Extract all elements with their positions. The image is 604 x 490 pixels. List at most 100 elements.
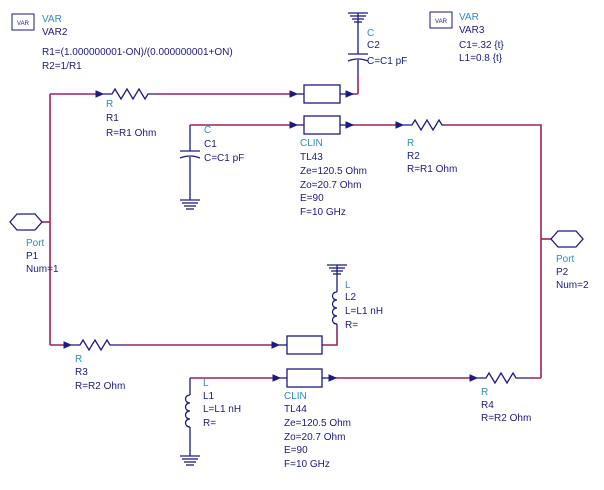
tl43-f: F=10 GHz (300, 207, 346, 218)
var3-eq2: L1=0.8 {t} (459, 53, 503, 64)
clin-top-pin-arrow-4 (345, 121, 355, 129)
clin-bottom-pin-arrow-1 (271, 341, 281, 349)
r2-name: R2 (407, 151, 420, 162)
r3-zigzag (71, 338, 124, 352)
l1-r: R= (203, 418, 216, 429)
p1-symbol (9, 213, 43, 231)
clin-top-upper-strip (303, 84, 341, 104)
r4-type: R (481, 387, 488, 398)
p2-symbol (550, 230, 584, 248)
tl44-f: F=10 GHz (284, 459, 330, 470)
var3-block[interactable]: VAR VAR VAR3 C1=.32 {t} L1=0.8 {t} (429, 11, 504, 64)
inductor-l1[interactable]: L L1 L=L1 nH R= (180, 378, 241, 466)
l2-r: R= (345, 320, 358, 331)
resistor-r1[interactable]: R R1 R=R1 Ohm (95, 87, 156, 139)
c1-value: C=C1 pF (204, 153, 244, 164)
tl43-type: CLIN (300, 138, 323, 149)
p1-name: P1 (26, 251, 39, 262)
r2-pin-arrow (395, 121, 405, 129)
l2-type: L (345, 280, 351, 291)
c1-type: C (204, 125, 211, 136)
tl44-type: CLIN (284, 391, 307, 402)
tl44-ze: Ze=120.5 Ohm (284, 418, 351, 429)
c1-name: C1 (204, 139, 217, 150)
r4-name: R4 (481, 400, 494, 411)
var3-icon-text: VAR (435, 19, 448, 25)
tl43-name: TL43 (300, 152, 323, 163)
r1-value: R=R1 Ohm (106, 128, 156, 139)
var2-eq1: R1=(1.000000001-ON)/(0.000000001+ON) (42, 47, 233, 58)
wire-l2-tap (322, 330, 338, 346)
r2-type: R (407, 138, 414, 149)
tl43-ze: Ze=120.5 Ohm (300, 166, 367, 177)
tl43-e: E=90 (300, 193, 324, 204)
resistor-r2[interactable]: R R2 R=R1 Ohm (395, 118, 457, 175)
tl44-e: E=90 (284, 445, 308, 456)
r4-pin-arrow (469, 374, 479, 382)
c2-plate-bottom (347, 58, 369, 62)
var3-name: VAR3 (459, 25, 485, 36)
clin-top-pin-arrow-1 (289, 90, 299, 98)
l1-name: L1 (203, 391, 215, 402)
wire-tl43-top-right (353, 124, 542, 378)
var2-icon (11, 13, 35, 31)
clin-top-pin-arrow-3 (345, 90, 355, 98)
var3-type: VAR (459, 12, 479, 23)
capacitor-c2[interactable]: C C2 C=C1 pF (347, 12, 407, 75)
r2-value: R=R1 Ohm (407, 164, 457, 175)
c1-plate-bottom (179, 155, 201, 159)
tl44-zo: Zo=20.7 Ohm (284, 432, 345, 443)
c2-type: C (367, 28, 374, 39)
clin-bottom-lower-strip (286, 368, 323, 388)
var2-eq2: R2=1/R1 (42, 61, 82, 72)
var3-icon (429, 11, 453, 29)
r1-name: R1 (106, 113, 119, 124)
clin-bottom-pin-arrow-2 (272, 374, 282, 382)
p1-num: Num=1 (26, 264, 59, 275)
r3-pin-arrow (63, 341, 73, 349)
resistor-r4[interactable]: R R4 R=R2 Ohm (469, 371, 531, 424)
tl43-labels: CLIN TL43 Ze=120.5 Ohm Zo=20.7 Ohm E=90 … (300, 138, 367, 218)
tl44-name: TL44 (284, 404, 307, 415)
clin-top-coupled-line[interactable] (289, 84, 355, 135)
clin-top-lower-strip (303, 115, 341, 135)
clin-bottom-pin-arrow-3 (328, 374, 338, 382)
var2-type: VAR (42, 14, 62, 25)
l1-value: L=L1 nH (203, 404, 241, 415)
c2-value: C=C1 pF (367, 56, 407, 67)
capacitor-c1[interactable]: C C1 C=C1 pF (179, 125, 244, 210)
var2-name: VAR2 (42, 27, 68, 38)
tl44-labels: CLIN TL44 Ze=120.5 Ohm Zo=20.7 Ohm E=90 … (284, 391, 351, 470)
clin-top-pin-arrow-2 (289, 121, 299, 129)
c2-name: C2 (367, 40, 380, 51)
r3-type: R (75, 354, 82, 365)
r4-value: R=R2 Ohm (481, 413, 531, 424)
clin-bottom-upper-strip (286, 335, 323, 355)
var3-eq1: C1=.32 {t} (459, 40, 504, 51)
wires (42, 75, 551, 379)
inductor-l2[interactable]: L L2 L=L1 nH R= (327, 264, 383, 331)
r1-type: R (106, 99, 113, 110)
clin-bottom-coupled-line[interactable] (271, 335, 338, 388)
l1-coil (184, 394, 191, 428)
r4-zigzag (477, 371, 530, 385)
var2-icon-text: VAR (17, 21, 30, 27)
resistor-r3[interactable]: R R3 R=R2 Ohm (63, 338, 125, 392)
r2-zigzag (403, 118, 446, 132)
r3-value: R=R2 Ohm (75, 381, 125, 392)
p1-type: Port (26, 238, 45, 249)
tl43-zo: Zo=20.7 Ohm (300, 180, 361, 191)
l2-name: L2 (345, 292, 357, 303)
p2-type: Port (556, 254, 575, 265)
port-p2[interactable]: Port P2 Num=2 (550, 230, 589, 291)
p2-name: P2 (556, 267, 569, 278)
r1-pin-arrow (95, 90, 105, 98)
port-p1[interactable]: Port P1 Num=1 (9, 213, 59, 275)
r1-zigzag (103, 87, 156, 101)
r3-name: R3 (75, 367, 88, 378)
var2-block[interactable]: VAR VAR VAR2 R1=(1.000000001-ON)/(0.0000… (11, 13, 233, 72)
l2-value: L=L1 nH (345, 306, 383, 317)
p2-num: Num=2 (556, 280, 589, 291)
l2-coil (331, 291, 338, 325)
